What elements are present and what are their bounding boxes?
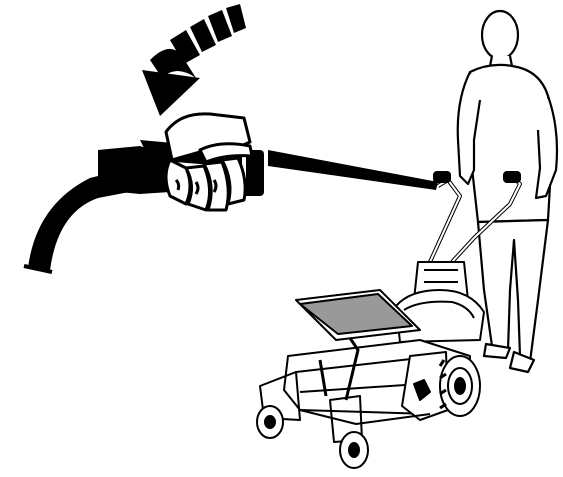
squeeze-direction-arrow-icon [142,4,246,116]
pointer-leader-line [268,150,438,190]
